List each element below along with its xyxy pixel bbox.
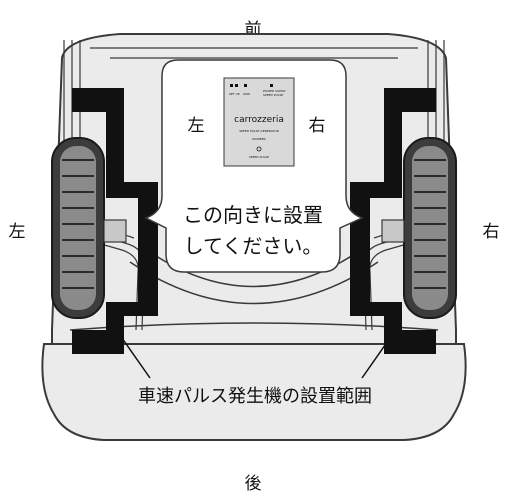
- device-port-power: POWER SUPPLY: [263, 89, 286, 93]
- device-product-name: SPEED PULSE GENERATOR: [239, 129, 279, 133]
- caption-box: [110, 380, 400, 410]
- device-port-speed: SPEED PULSE: [263, 93, 283, 97]
- device-port-setup: SET UP: [229, 92, 240, 96]
- device-port-gnd: GND: [243, 92, 251, 96]
- device-maker: PIONEER: [252, 137, 265, 141]
- leader-line-right: [361, 337, 391, 379]
- callout-line-2: してください。: [184, 234, 323, 258]
- right-tire: [381, 137, 457, 319]
- device-indicator-icon: [256, 146, 262, 152]
- speed-pulse-generator-device: SET UP GND POWER SUPPLY SPEED PULSE carr…: [223, 77, 295, 167]
- install-area-caption: 車速パルス発生機の設置範囲: [138, 386, 372, 407]
- label-left-inner: 左: [188, 116, 205, 136]
- right-install-zone: [350, 88, 436, 354]
- label-right-outer: 右: [483, 222, 500, 242]
- device-model: SPEED PULSE: [249, 155, 269, 159]
- label-right-inner: 右: [309, 116, 326, 136]
- label-rear: 後: [245, 474, 262, 494]
- callout-line-1: この向きに設置: [183, 203, 323, 227]
- left-install-zone: [72, 88, 158, 354]
- label-left-outer: 左: [9, 222, 26, 242]
- front-panel-line: [90, 47, 418, 59]
- device-brand: carrozzeria: [234, 115, 284, 125]
- left-tire: [51, 137, 127, 319]
- leader-line-left: [121, 337, 151, 379]
